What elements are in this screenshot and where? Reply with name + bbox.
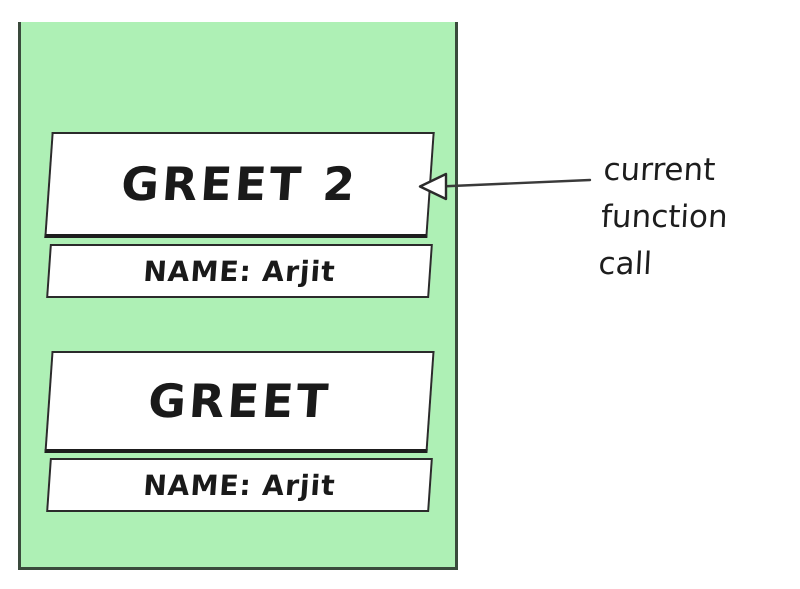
stack-frame-argument: NAME: Arjit [46,244,433,298]
stack-frame-argument: NAME: Arjit [46,458,433,512]
annotation-line-3: call [597,246,653,282]
stack-frame-current[interactable]: GREET 2 NAME: Arjit [44,132,435,298]
annotation-line-1: current [602,152,717,188]
call-stack-panel: GREET 2 NAME: Arjit GREET NAME: Arjit [18,22,458,570]
stack-frame-function-name: GREET 2 [44,132,435,238]
annotation-label: current function call [597,147,800,288]
stack-frame-below[interactable]: GREET NAME: Arjit [44,351,435,512]
stack-frame-function-name: GREET [44,351,435,453]
annotation-line-2: function [600,199,729,235]
